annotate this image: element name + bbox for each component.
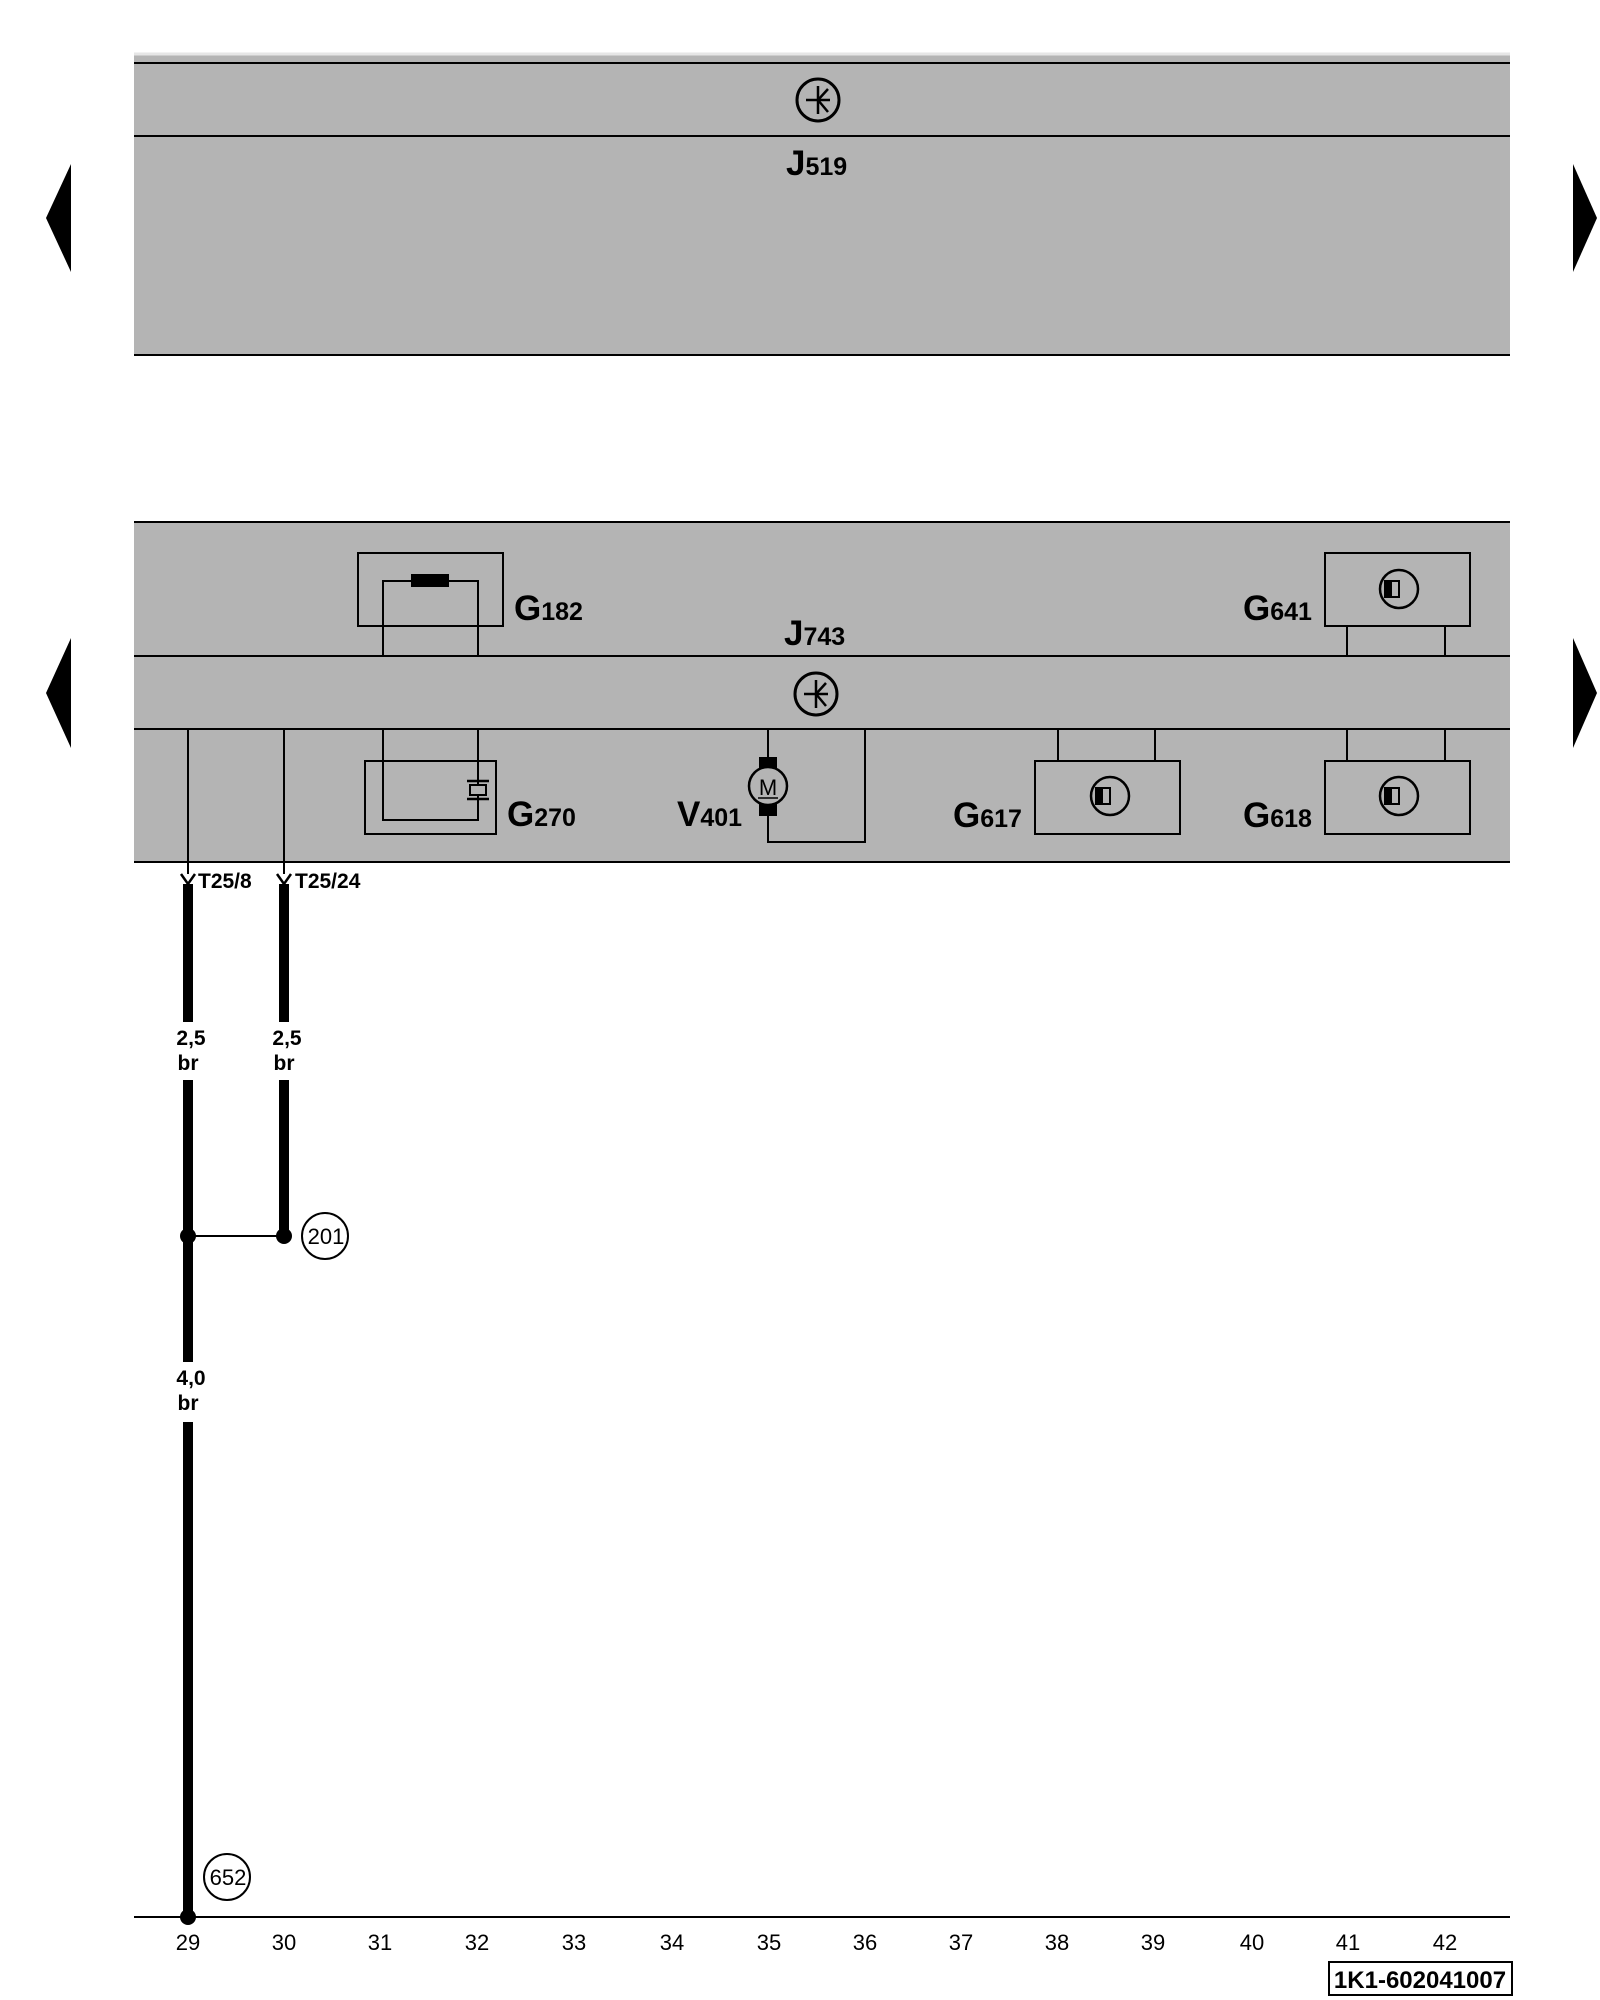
- component-g617: G617: [953, 729, 1181, 835]
- continue-left-arrow-bottom: [46, 638, 71, 748]
- continue-right-arrow-bottom: [1573, 638, 1597, 748]
- sensor-icon: [1089, 775, 1131, 817]
- column-numbers: 29 30 31 32 33 34 35 36 37 38 39 40 41 42: [176, 1930, 1457, 1955]
- wire-color-label: br: [274, 1052, 295, 1075]
- wire-color-label: br: [178, 1052, 199, 1075]
- column-number-30: 30: [272, 1930, 296, 1955]
- electronic-unit-icon: [795, 77, 841, 123]
- column-number-40: 40: [1240, 1930, 1264, 1955]
- diagram-code: 1K1-602041007: [1328, 1961, 1513, 1996]
- crystal-icon: [467, 779, 489, 801]
- column-number-35: 35: [757, 1930, 781, 1955]
- continue-left-arrow-top: [46, 164, 71, 272]
- diagram-code-label: 1K1-602041007: [1334, 1967, 1506, 1994]
- column-number-32: 32: [465, 1930, 489, 1955]
- wire-t25-24: 2,5 br: [272, 884, 302, 1236]
- sensor-icon: [1378, 775, 1420, 817]
- control-unit-j519: J519: [134, 52, 1510, 356]
- component-g641: G641: [1243, 552, 1471, 656]
- v401-label: V401: [677, 795, 742, 834]
- wire-size-label: 2,5: [272, 1027, 302, 1050]
- control-unit-j743: J743 G182 G641: [134, 521, 1510, 874]
- wire-t25-8: 2,5 br: [176, 884, 206, 1236]
- resistor-icon: [411, 574, 449, 587]
- component-v401: M V401: [677, 729, 866, 843]
- ground-junction-201: 201: [180, 1212, 349, 1260]
- g182-label: G182: [514, 589, 583, 628]
- connector-t25-24: T25/24: [275, 870, 361, 893]
- column-number-39: 39: [1141, 1930, 1165, 1955]
- column-number-42: 42: [1433, 1930, 1457, 1955]
- connector-label: T25/8: [198, 870, 252, 893]
- ground-number: 652: [210, 1865, 247, 1890]
- j743-label: J743: [784, 614, 845, 653]
- g641-label: G641: [1243, 589, 1312, 628]
- column-number-36: 36: [853, 1930, 877, 1955]
- motor-icon: [747, 765, 789, 807]
- sensor-icon: [1378, 568, 1420, 610]
- wire-color-label: br: [178, 1392, 199, 1415]
- component-g270: G270: [364, 729, 576, 835]
- column-number-29: 29: [176, 1930, 200, 1955]
- motor-symbol: M: [759, 775, 777, 800]
- column-number-41: 41: [1336, 1930, 1360, 1955]
- continue-right-arrow-top: [1573, 164, 1597, 272]
- column-number-31: 31: [368, 1930, 392, 1955]
- component-g618: G618: [1243, 729, 1471, 835]
- electronic-unit-icon: [793, 671, 839, 717]
- wire-size-label: 2,5: [176, 1027, 206, 1050]
- g270-label: G270: [507, 795, 576, 834]
- column-number-33: 33: [562, 1930, 586, 1955]
- g618-label: G618: [1243, 796, 1312, 835]
- g617-label: G617: [953, 796, 1022, 835]
- column-number-34: 34: [660, 1930, 684, 1955]
- wire-size-label: 4,0: [176, 1367, 205, 1390]
- column-number-37: 37: [949, 1930, 973, 1955]
- junction-number: 201: [308, 1224, 345, 1249]
- wire-main-ground: 4,0 br: [176, 1236, 206, 1917]
- connector-label: T25/24: [295, 870, 361, 893]
- j519-label: J519: [786, 144, 847, 183]
- j743-panel: [134, 522, 1510, 862]
- component-g182: G182: [357, 552, 583, 656]
- column-number-38: 38: [1045, 1930, 1069, 1955]
